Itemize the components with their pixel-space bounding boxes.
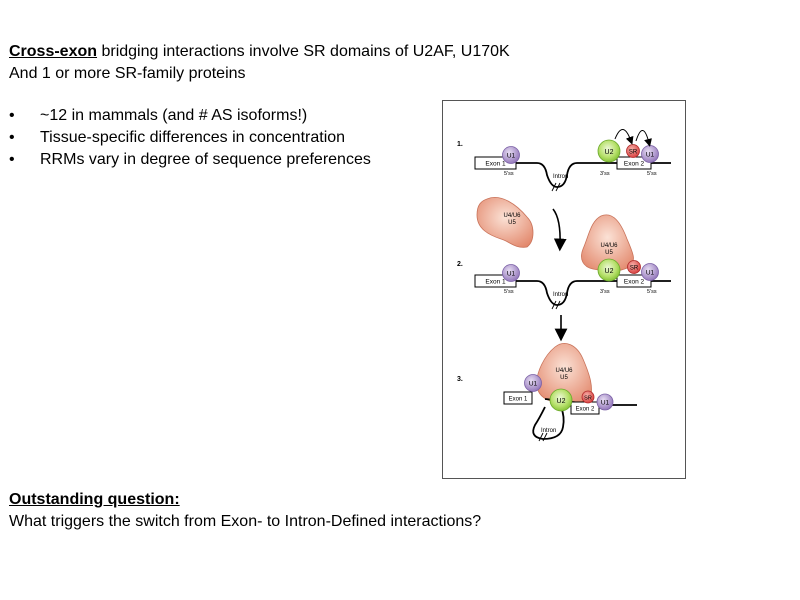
cross-exon-heading: Cross-exon	[9, 43, 98, 60]
exon-1-label: Exon 1	[485, 161, 506, 168]
u2-snrnp	[549, 388, 573, 412]
u5-label: U5	[560, 375, 568, 381]
u1-label: U1	[646, 152, 655, 159]
u1-snrnp	[524, 374, 542, 392]
u1-label: U1	[601, 400, 610, 407]
rna-backbone-step2	[516, 280, 617, 306]
intro-rest-text: bridging interactions involve SR domains…	[97, 43, 510, 60]
bullet-item-1: ~12 in mammals (and # AS isoforms!)	[40, 107, 308, 124]
bullet-marker: •	[9, 151, 15, 168]
ss5-label: 5'ss	[504, 171, 514, 177]
sr-label: SR	[629, 150, 638, 156]
intron-label: Intron	[553, 174, 568, 180]
bullet-item-3: RRMs vary in degree of sequence preferen…	[40, 151, 371, 168]
intro-line-1: Cross-exon bridging interactions involve…	[9, 42, 510, 62]
intron-label: Intron	[541, 428, 556, 434]
exon-2-label: Exon 2	[624, 279, 645, 286]
intro-line-2: And 1 or more SR-family proteins	[9, 65, 246, 82]
ss3-label: 3'ss	[600, 289, 610, 295]
rna-backbone-left	[516, 162, 578, 188]
figure-canvas: 1. Exon 1 Exon 2 U1 U2 SR U1 5'ss Intron…	[457, 129, 671, 442]
u4u6-label: U4/U6	[600, 243, 618, 249]
exon-2-label: Exon 2	[624, 161, 645, 168]
bullet-marker: •	[9, 107, 15, 124]
ss5-label: 5'ss	[647, 289, 657, 295]
intron-lariat-loop	[532, 406, 565, 440]
u4u6-label: U4/U6	[503, 213, 521, 219]
intron-break-mark	[551, 300, 561, 310]
intron-break-mark	[538, 432, 548, 442]
u2-label: U2	[605, 149, 614, 156]
u1-label: U1	[507, 271, 516, 278]
ss5-label: 5'ss	[647, 171, 657, 177]
step-3-label: 3.	[457, 376, 463, 383]
sr-label: SR	[630, 266, 639, 272]
u5-label: U5	[605, 250, 613, 256]
u2-label: U2	[557, 398, 566, 405]
intron-break-mark	[551, 182, 561, 192]
step-arrow-1-to-2	[552, 208, 567, 252]
u2-snrnp	[597, 139, 621, 163]
step-2-label: 2.	[457, 261, 463, 268]
exon-1-label: Exon 1	[509, 397, 528, 403]
u1-label: U1	[646, 270, 655, 277]
question-text: What triggers the switch from Exon- to I…	[9, 513, 482, 530]
sr-protein	[627, 260, 641, 274]
u4-u6-u5-tri-snrnp	[476, 197, 534, 248]
intron-label: Intron	[553, 292, 568, 298]
sr-u1-interaction-arrow	[635, 130, 652, 147]
exon-1-label: Exon 1	[485, 279, 506, 286]
step-1-label: 1.	[457, 141, 463, 148]
u1-snrnp	[502, 264, 520, 282]
u1-label: U1	[507, 153, 516, 160]
ss3-label: 3'ss	[600, 171, 610, 177]
exon-2-box	[616, 274, 652, 288]
u4u6-label: U4/U6	[555, 368, 573, 374]
spliceosome-assembly-figure: 1. Exon 1 Exon 2 U1 U2 SR U1 5'ss Intron…	[442, 100, 686, 479]
u5-label: U5	[508, 220, 516, 226]
bullet-item-2: Tissue-specific differences in concentra…	[40, 129, 346, 146]
exon-1-box	[503, 391, 533, 405]
sr-label: SR	[584, 396, 592, 402]
sr-u2-interaction-arrow	[614, 129, 634, 145]
sr-protein	[581, 390, 595, 404]
u1-label: U1	[529, 381, 538, 388]
exon-2-label: Exon 2	[576, 407, 595, 413]
u1-snrnp	[502, 146, 520, 164]
u2-label: U2	[605, 268, 614, 275]
u1-snrnp	[641, 263, 659, 281]
u1-snrnp	[596, 393, 614, 411]
u2-snrnp	[597, 258, 621, 282]
question-heading: Outstanding question:	[9, 491, 180, 508]
ss5-label: 5'ss	[504, 289, 514, 295]
bullet-marker: •	[9, 129, 15, 146]
